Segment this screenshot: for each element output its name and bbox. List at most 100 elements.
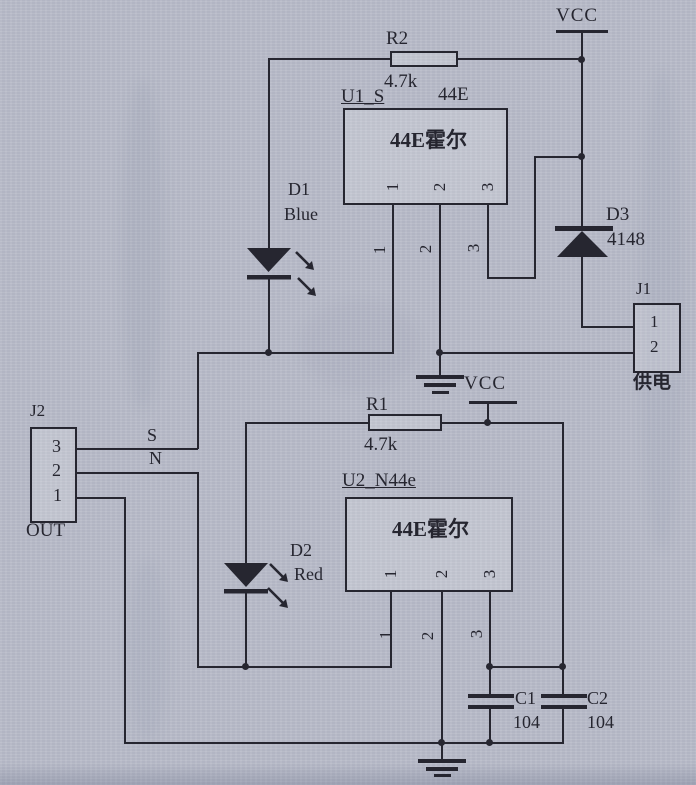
wire-u1-pin1 xyxy=(392,205,394,353)
net-n-label: N xyxy=(149,448,162,468)
wire-d1-cathode xyxy=(268,276,270,354)
wire-d1-anode xyxy=(268,58,270,250)
wire-n-drop xyxy=(197,472,199,667)
u1-wire2-number: 2 xyxy=(416,244,435,254)
wire-cap-junction xyxy=(489,666,564,668)
d2-led-icon xyxy=(224,563,288,608)
u1-pin1-number: 1 xyxy=(383,182,402,192)
wire-j2-pin3 xyxy=(77,448,198,450)
wire-u1-pin3-elbow xyxy=(487,277,536,279)
wire-u1-pin2 xyxy=(439,205,441,353)
wire-u1-pin3-top xyxy=(534,156,582,158)
junction-dot xyxy=(242,663,249,670)
connector-j2-pin3: 3 xyxy=(52,436,61,456)
led-d2-color: Red xyxy=(294,564,323,584)
hall-ic-u2-text: 44E霍尔 xyxy=(392,517,470,541)
wire-u1-pin3 xyxy=(487,205,489,278)
junction-dot xyxy=(486,663,493,670)
connector-j2-ref: J2 xyxy=(30,401,46,420)
hall-ic-u1-type: 44E xyxy=(438,84,469,105)
led-d1-ref: D1 xyxy=(288,179,310,199)
connector-j1-ref: J1 xyxy=(636,279,652,298)
c2-lead-bottom xyxy=(562,709,564,743)
wire-right-rail xyxy=(562,422,564,667)
wire-d3-to-j1 xyxy=(581,257,583,328)
wire-d2-anode xyxy=(245,422,247,564)
c1-lead-top xyxy=(489,667,491,695)
junction-dot xyxy=(265,349,272,356)
hall-ic-u1-ref: U1_S xyxy=(341,86,385,107)
c1-plate-top xyxy=(468,694,514,698)
c1-lead-bottom xyxy=(489,709,491,743)
resistor-r2-value: 4.7k xyxy=(384,71,418,92)
c2-plate-bottom xyxy=(541,705,587,709)
junction-dot xyxy=(484,419,491,426)
led-d1-color: Blue xyxy=(284,204,318,224)
vcc-top-label: VCC xyxy=(556,5,599,26)
d3-diode-icon xyxy=(555,226,613,257)
wire-u2-pin2 xyxy=(441,592,443,743)
resistor-r1-body xyxy=(368,414,442,431)
scan-smudge xyxy=(300,300,420,390)
resistor-r1-value: 4.7k xyxy=(364,434,398,455)
vcc-mid-label: VCC xyxy=(464,373,507,394)
u1-pin3-number: 3 xyxy=(478,182,497,192)
ground2-stem xyxy=(441,743,443,760)
hall-ic-u2-body xyxy=(345,497,513,592)
u2-wire1-number: 1 xyxy=(376,630,395,640)
connector-j1-body xyxy=(633,303,681,373)
resistor-r2-body xyxy=(390,51,458,67)
wire-u2-pin3 xyxy=(489,592,491,667)
scan-shadow xyxy=(0,763,696,785)
scan-smudge xyxy=(128,560,168,740)
hall-ic-u2-ref: U2_N44e xyxy=(342,470,416,491)
c1-plate-bottom xyxy=(468,705,514,709)
d1-led-icon xyxy=(247,248,316,296)
wire-u2-pin1 xyxy=(390,592,392,667)
u1-wire3-number: 3 xyxy=(464,243,483,253)
wire-vcc-rail xyxy=(581,58,583,228)
junction-dot xyxy=(578,56,585,63)
wire-s-net xyxy=(197,352,394,354)
wire-d2-cathode xyxy=(245,589,247,667)
c2-plate-top xyxy=(541,694,587,698)
wire-r1-left xyxy=(246,422,369,424)
resistor-r1-ref: R1 xyxy=(366,394,389,415)
cap-c2-value: 104 xyxy=(587,712,614,732)
connector-j2-caption: OUT xyxy=(26,520,66,541)
wire-ground-bus xyxy=(124,742,564,744)
wire-j2-pin2 xyxy=(77,472,198,474)
wire-r1-right xyxy=(441,422,564,424)
led-d2-ref: D2 xyxy=(290,540,312,560)
junction-dot xyxy=(436,349,443,356)
connector-j1-caption: 供电 xyxy=(633,372,672,393)
u2-pin3-number: 3 xyxy=(480,569,499,579)
wire-j2-pin1 xyxy=(77,497,125,499)
hall-ic-u1-body xyxy=(343,108,508,205)
connector-j2-body xyxy=(30,427,77,523)
hall-ic-u1-text: 44E霍尔 xyxy=(390,128,468,152)
connector-j2-pin1: 1 xyxy=(53,485,62,505)
c2-lead-top xyxy=(562,667,564,695)
wire-j1-pin1 xyxy=(582,326,633,328)
wire-s-riser xyxy=(197,352,199,449)
wire-j1-pin2 xyxy=(440,352,633,354)
ground1-bar xyxy=(416,375,464,379)
vcc-top-stem xyxy=(581,33,583,59)
ground2-bar xyxy=(434,774,451,777)
ground1-bar xyxy=(432,391,449,394)
vcc-top-bar xyxy=(556,30,608,33)
junction-dot xyxy=(578,153,585,160)
resistor-r2-ref: R2 xyxy=(386,28,409,49)
u2-wire3-number: 3 xyxy=(467,629,486,639)
junction-dot xyxy=(559,663,566,670)
ground1-stem xyxy=(439,353,441,376)
vcc-mid-stem xyxy=(487,403,489,423)
cap-c2-ref: C2 xyxy=(587,688,609,708)
ground1-bar xyxy=(424,383,456,387)
wire-r2-right xyxy=(458,58,583,60)
ground2-bar xyxy=(418,759,466,763)
net-s-label: S xyxy=(147,425,158,445)
u2-pin2-number: 2 xyxy=(432,569,451,579)
